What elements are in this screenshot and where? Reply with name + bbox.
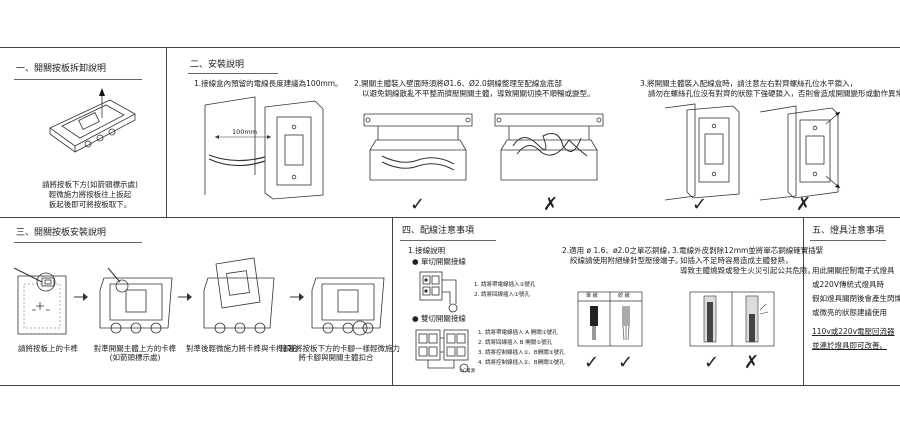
wall-box-illustration (204, 96, 324, 200)
wire-insertion-comparison (689, 291, 775, 347)
switch-body-latch-illustration (99, 267, 173, 334)
check-icon-aligned: ✓ (692, 194, 708, 215)
install-caption-4-line2: 將卡腳與開關主體扣合 (298, 353, 374, 362)
cross-icon-messy-wires: ✗ (543, 194, 559, 215)
lighting-note-1: 用此開關控制電子式燈具 (812, 266, 895, 275)
wiring-note-3-line3: 導致主體燒毀或發生火災引起公共危險。 (680, 266, 815, 275)
check-icon-tidy-wires: ✓ (410, 194, 426, 215)
wire-length-dimension: 100mm (232, 128, 258, 136)
lighting-note-6: 並連於燈具即可改善。 (812, 341, 887, 350)
ac-power-label: AC電源 (460, 369, 476, 374)
install-step-2-line2: 以避免銅線散亂不平整而擠壓開關主體，導致開關切換不順暢或變型。 (362, 89, 595, 98)
double-note-2: 2. 請將回線插入 B 開關①號孔 (478, 340, 553, 346)
faceplate-removal-illustration (49, 88, 136, 153)
section1-title: 一、開關按板拆卸說明 (16, 64, 107, 74)
faceplate-installed-illustration (311, 277, 385, 336)
cross-icon-short-insertion: ✗ (744, 352, 760, 373)
double-switch-label-text: 雙切開關接線 (420, 314, 466, 323)
install-step-1: 1.接線盒內預留的電線長度建議為100mm。 (194, 79, 343, 88)
arrow-right-icon (74, 293, 88, 301)
wires-tidy-illustration (363, 113, 473, 181)
manual-frame (0, 47, 900, 386)
wire-label-solid: 單 線 (586, 293, 598, 299)
single-note-2: 2. 請將回線插入①號孔 (474, 292, 530, 298)
install-caption-3: 對準後輕微施力將卡榫與卡榫扣合 (186, 344, 299, 353)
install-caption-2-line2: (如箭頭標示處) (109, 353, 161, 362)
wiring-note-2-line2: 絞線請使用附絕緣針型壓接端子。 (570, 256, 683, 265)
wiring-note-3-line1: 3.電線外皮剝除12mm並將單芯銅線確實插緊 (672, 246, 824, 255)
wiring-note-2-line1: 2.適用 ø 1.6、ø2.0之單芯銅線， (562, 246, 675, 255)
arrow-right-icon (178, 293, 192, 301)
divider-s3-s4 (392, 217, 393, 386)
double-switch-wiring-diagram (415, 329, 469, 373)
single-switch-label: ● 單切開關接線 (412, 257, 466, 267)
install-step-2-line1: 2.開關主體裝入壁面時須將Ø1.6、Ø2.0銅線整理至配線盒底部 (354, 79, 562, 88)
section1-desc-2: 輕微施力將按板往上扳起 (48, 190, 132, 199)
single-note-1: 1. 請將帶電線插入①號孔 (474, 282, 536, 288)
install-caption-1: 請將按板上的卡榫 (18, 344, 78, 353)
divider-s1-s2 (166, 47, 167, 217)
section1-desc-1: 請將按板下方(如箭頭標示處) (42, 180, 138, 189)
install-caption-4-line1: 接著將按板下方的卡腳一樣輕微施力 (280, 344, 400, 353)
bullet-icon: ● (412, 314, 419, 323)
section3-title: 三、開關按板安裝說明 (16, 228, 107, 238)
lighting-note-5: 110v或220v電壓回流器 (812, 327, 895, 336)
divider-s4-s5 (803, 217, 804, 386)
misaligned-screws-illustration (759, 105, 841, 201)
section5-title-underline (810, 240, 886, 241)
section2-title: 二、安裝說明 (190, 60, 245, 70)
arrow-right-icon (290, 293, 304, 301)
wiring-note-3-line2: 如插入不足時容易造成主體發熱， (680, 256, 793, 265)
install-caption-2-line1: 對準開關主體上方的卡榫 (93, 344, 177, 353)
faceplate-latch-illustration (13, 267, 67, 335)
double-switch-label: ● 雙切開關接線 (412, 314, 466, 324)
install-step-3-line1: 3.將開關主體裝入配線盒時，請注意左右對齊螺絲孔位水平鎖入， (640, 79, 858, 88)
single-switch-label-text: 單切開關接線 (420, 257, 466, 266)
double-note-3: 3. 請將控制線插入①、B開關①號孔 (478, 350, 565, 356)
cross-icon-misaligned: ✗ (796, 194, 812, 215)
wiring-heading: 1.接線說明 (408, 246, 446, 255)
wire-label-stranded: 絞 線 (618, 293, 630, 299)
lighting-note-4: 或微亮的狀態建議使用 (812, 308, 887, 317)
aligned-screws-illustration (664, 103, 740, 201)
section3-title-underline (14, 242, 142, 243)
check-icon-stranded-wire: ✓ (618, 352, 634, 373)
check-icon-solid-wire: ✓ (584, 352, 600, 373)
lighting-note-3: 假如燈具關閉後會產生閃爍 (812, 294, 900, 303)
section1-title-underline (14, 79, 142, 80)
double-note-1: 1. 請將帶電線插入 A 開關①號孔 (478, 330, 558, 336)
wires-messy-illustration (494, 113, 604, 181)
wire-type-table (577, 291, 643, 347)
lighting-note-2: 或220V傳統式燈具時 (812, 280, 884, 289)
section4-title: 四、配線注意事項 (402, 226, 475, 236)
section4-title-underline (400, 240, 496, 241)
latch-engage-illustration (203, 257, 275, 334)
double-note-4: 4. 請將控制線插入②、B開關②號孔 (478, 360, 565, 366)
section2-title-underline (188, 73, 278, 74)
check-icon-full-insertion: ✓ (704, 352, 720, 373)
single-switch-wiring-diagram (419, 271, 458, 313)
divider-top-bottom (0, 217, 900, 218)
section5-title: 五、燈具注意事項 (812, 226, 885, 236)
install-step-3-line2: 請勿在螺絲孔位沒有對齊的狀態下強硬鎖入，否則會造成開關變形或動作異常。 (648, 89, 900, 98)
section1-desc-3: 扳起後即可將按板取下。 (48, 200, 132, 209)
bullet-icon: ● (412, 257, 419, 266)
